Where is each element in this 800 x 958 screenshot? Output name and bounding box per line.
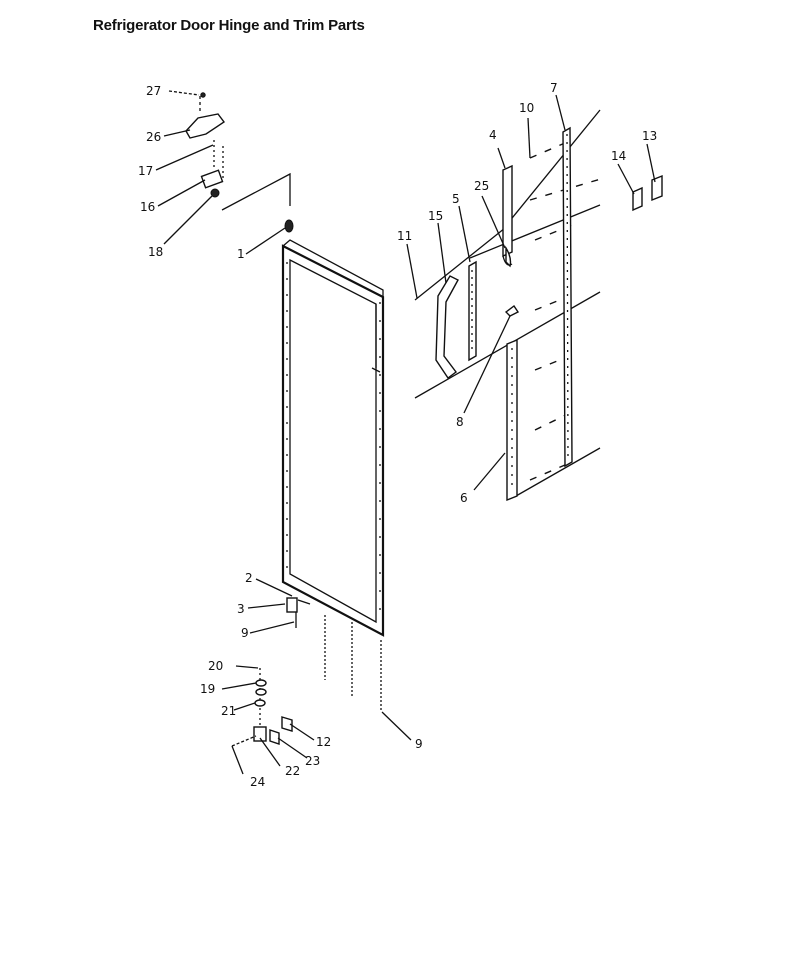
door-panel — [281, 239, 385, 637]
door-handle-15 — [435, 275, 459, 380]
washer-19 — [255, 679, 267, 687]
trim-strip-4 — [502, 164, 513, 258]
diagram-title: Refrigerator Door Hinge and Trim Parts — [93, 17, 365, 34]
callout-26: 26 — [146, 130, 161, 144]
bracket-3 — [286, 597, 298, 613]
callout-23: 23 — [305, 754, 320, 768]
callout-16: 16 — [140, 200, 155, 214]
callout-27: 27 — [146, 84, 161, 98]
trim-strip-5 — [468, 260, 477, 362]
callout-21: 21 — [221, 704, 236, 718]
callout-9-right: 9 — [415, 737, 423, 751]
callout-numbers: 27 26 17 16 18 1 2 3 9 20 19 21 12 23 22… — [138, 81, 657, 789]
hinge-cover-26 — [185, 113, 226, 139]
callout-17: 17 — [138, 164, 153, 178]
callout-20: 20 — [208, 659, 223, 673]
top-hinge-16 — [200, 169, 224, 189]
plate-23 — [269, 729, 280, 745]
callout-6: 6 — [460, 491, 468, 505]
callout-7: 7 — [550, 81, 558, 95]
callout-5: 5 — [452, 192, 460, 206]
callout-9-left: 9 — [241, 626, 249, 640]
washer-21 — [254, 699, 266, 707]
clip-8 — [504, 304, 520, 317]
top-hinge-assembly — [185, 92, 294, 233]
callout-18: 18 — [148, 245, 163, 259]
callout-8: 8 — [456, 415, 464, 429]
callout-25: 25 — [474, 179, 489, 193]
plate-12 — [281, 716, 293, 732]
bottom-hinge-assembly — [253, 597, 382, 745]
callout-1: 1 — [237, 247, 245, 261]
callout-14: 14 — [611, 149, 626, 163]
bracket-13 — [651, 174, 663, 202]
callout-19: 19 — [200, 682, 215, 696]
screw-27 — [200, 92, 206, 98]
leader-lines — [155, 90, 656, 775]
callout-11: 11 — [397, 229, 412, 243]
bottom-hinge-22 — [253, 726, 267, 742]
bushing-18 — [210, 188, 220, 198]
bushing-1 — [284, 219, 294, 233]
trim-strips — [435, 126, 663, 502]
trim-strip-7 — [562, 126, 573, 468]
callout-3: 3 — [237, 602, 245, 616]
callout-2: 2 — [245, 571, 253, 585]
clip-25 — [505, 245, 512, 268]
callout-4: 4 — [489, 128, 497, 142]
callout-12: 12 — [316, 735, 331, 749]
callout-10: 10 — [519, 101, 534, 115]
callout-22: 22 — [285, 764, 300, 778]
callout-15: 15 — [428, 209, 443, 223]
bracket-14 — [632, 186, 643, 212]
callout-24: 24 — [250, 775, 265, 789]
callout-13: 13 — [642, 129, 657, 143]
